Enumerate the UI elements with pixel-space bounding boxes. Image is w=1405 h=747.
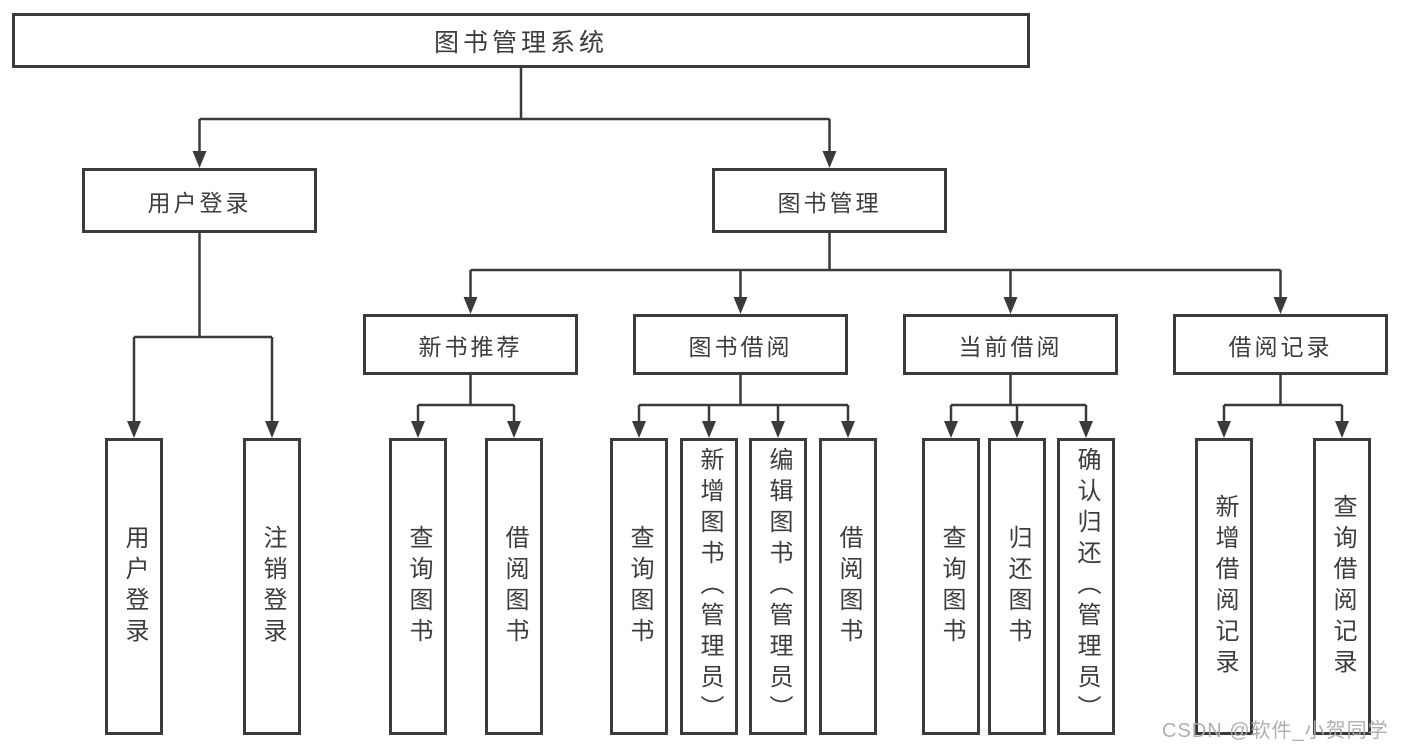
leaf-edit-books-admin-label: 编辑图书（管理员）: [765, 447, 792, 726]
leaf-add-borrow-record: 新增借阅记录: [1195, 438, 1253, 735]
leaf-query-borrow-record-label: 查询借阅记录: [1329, 493, 1356, 680]
leaf-return-books: 归还图书: [988, 438, 1046, 735]
node-book-management-label: 图书管理: [777, 189, 882, 216]
leaf-borrow-books-recommend-label: 借阅图书: [501, 524, 528, 649]
leaf-query-books-recommend: 查询图书: [389, 438, 447, 735]
arrowhead-leaf-query-books-1: [411, 421, 425, 438]
node-borrowing-records: 借阅记录: [1173, 314, 1388, 375]
arrowhead-leaf-query-books-3: [944, 421, 958, 438]
leaf-borrow-books-recommend: 借阅图书: [485, 438, 543, 735]
arrowhead-leaf-query-books-2: [632, 421, 646, 438]
arrowhead-user-login: [192, 151, 207, 168]
arrowhead-book-borrowing: [733, 297, 748, 314]
arrowhead-leaf-user-login: [127, 421, 141, 438]
arrowhead-borrowing-records: [1273, 297, 1288, 314]
leaf-query-books-recommend-label: 查询图书: [405, 524, 432, 649]
node-new-book-recommend: 新书推荐: [363, 314, 578, 375]
node-book-borrowing: 图书借阅: [633, 314, 848, 375]
connector-recommend-branch: [416, 375, 516, 422]
leaf-query-books-borrow-label: 查询图书: [626, 524, 653, 649]
node-user-login-label: 用户登录: [147, 189, 252, 216]
leaf-query-books-current: 查询图书: [922, 438, 980, 735]
arrowhead-leaf-query-record: [1335, 421, 1349, 438]
arrowhead-current-borrowing: [1003, 297, 1018, 314]
node-borrowing-records-label: 借阅记录: [1228, 333, 1333, 360]
arrowhead-leaf-borrow-books-1: [507, 421, 521, 438]
leaf-confirm-return-admin-label: 确认归还（管理员）: [1073, 447, 1100, 726]
node-book-management: 图书管理: [712, 168, 947, 233]
leaf-return-books-label: 归还图书: [1004, 524, 1031, 649]
connector-book-management-branch: [469, 233, 1282, 298]
node-new-book-recommend-label: 新书推荐: [418, 333, 523, 360]
arrowhead-leaf-confirm-return: [1079, 421, 1093, 438]
arrowhead-leaf-add-books: [702, 421, 716, 438]
leaf-logout: 注销登录: [243, 438, 301, 735]
leaf-edit-books-admin: 编辑图书（管理员）: [749, 438, 807, 735]
leaf-logout-label: 注销登录: [259, 524, 286, 649]
leaf-add-books-admin-label: 新增图书（管理员）: [696, 447, 723, 726]
arrowhead-leaf-logout: [265, 421, 279, 438]
leaf-add-borrow-record-label: 新增借阅记录: [1211, 493, 1238, 680]
arrowhead-book-management: [822, 151, 837, 168]
connector-records-branch: [1222, 375, 1344, 422]
leaf-query-borrow-record: 查询借阅记录: [1313, 438, 1371, 735]
node-root-label: 图书管理系统: [433, 28, 608, 57]
node-user-login: 用户登录: [82, 168, 317, 233]
leaf-borrow-books-borrow-label: 借阅图书: [835, 524, 862, 649]
node-current-borrowing: 当前借阅: [903, 314, 1118, 375]
connector-current-branch: [949, 375, 1088, 422]
arrowhead-leaf-edit-books: [771, 421, 785, 438]
connector-borrowing-branch: [637, 375, 850, 422]
node-root: 图书管理系统: [12, 13, 1030, 68]
connector-user-login-branch: [132, 233, 274, 422]
arrowhead-leaf-borrow-books-2: [841, 421, 855, 438]
node-current-borrowing-label: 当前借阅: [958, 333, 1063, 360]
leaf-confirm-return-admin: 确认归还（管理员）: [1057, 438, 1115, 735]
arrowhead-leaf-return-books: [1010, 421, 1024, 438]
arrowhead-leaf-add-record: [1217, 421, 1231, 438]
leaf-add-books-admin: 新增图书（管理员）: [680, 438, 738, 735]
leaf-user-login: 用户登录: [105, 438, 163, 735]
node-book-borrowing-label: 图书借阅: [688, 333, 793, 360]
connector-root-to-level2: [198, 68, 831, 152]
leaf-borrow-books-borrow: 借阅图书: [819, 438, 877, 735]
arrowhead-new-book-recommend: [463, 297, 478, 314]
leaf-query-books-current-label: 查询图书: [938, 524, 965, 649]
csdn-watermark: CSDN @软件_小贺同学: [1162, 720, 1389, 742]
leaf-user-login-label: 用户登录: [121, 524, 148, 649]
leaf-query-books-borrow: 查询图书: [610, 438, 668, 735]
